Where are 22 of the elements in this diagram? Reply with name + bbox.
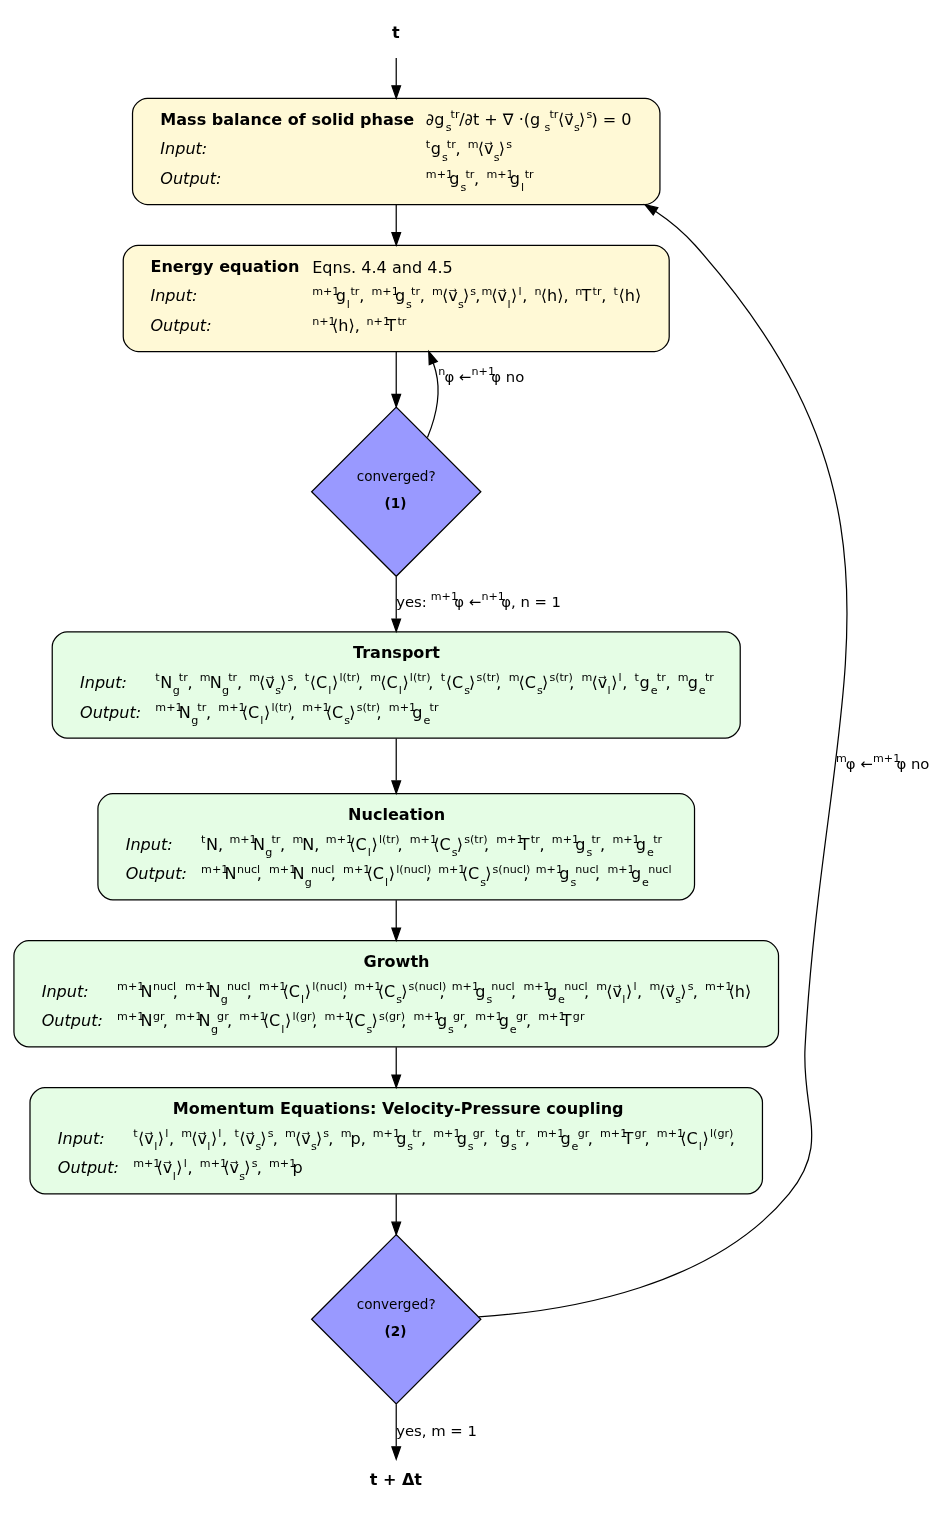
arrow [477,203,848,1318]
node-box: Energy equation Eqns. 4.4 and 4.5 Input: $^{m+1}$g$_{l}$$^{tr}$, $^{m+1}$g$_{s}$$^{tr}$, $^{m}$⟨v⃗$_{s}$⟩$^{s}$,$^{m}$⟨v⃗$_{l}$⟩$^{l}$, $^{n}$⟨h⟩, $^{n}$T$^{tr}$, $^{t}$⟨h⟩ Output: $^{n+1}$⟨h⟩, $^{n+1}$T$^{tr}$ [122,244,670,353]
node-text: t + Δt [369,1469,423,1489]
arrow [391,576,402,634]
node-text: t [391,23,400,43]
node-diamond: converged? (2) [310,1233,482,1405]
arrow [391,737,402,796]
arrow [391,1403,402,1461]
arrow [426,349,439,439]
edge-label: yes: $^{m+1}$φ ←$^{n+1}$φ, n = 1 [396,590,562,610]
arrow [391,204,402,247]
arrow [391,1193,402,1237]
node-diamond: converged? (1) [310,406,482,578]
arrow [391,1046,402,1090]
arrow [391,899,402,943]
arrow [391,57,402,101]
edge-label: $^{m}$φ ←$^{m+1}$φ no [835,752,930,772]
edge-label: $^{n}$φ ←$^{n+1}$φ no [438,365,525,385]
node-box: Momentum Equations: Velocity-Pressure coupling Input: $^{t}$⟨v⃗$_{l}$⟩$^{l}$, $^{m}$⟨v⃗$_{l}$⟩$^{l}$, $^{t}$⟨v⃗$_{s}$⟩$^{s}$, $^{m}$⟨v⃗$_{s}$⟩$^{s}$, $^{m}$p, $^{m+1}$g$_{s}$$^{tr}$, $^{m+1}$g$_{s}$$^{gr}$, $^{t}$g$_{s}$$^{tr}$, $^{m+1}$g$_{e}$$^{gr}$, $^{m+1}$T$^{gr}$, $^{m+1}$⟨C$_{l}$⟩$^{l(gr)}$, Output: $^{m+1}$⟨v⃗$_{l}$⟩$^{l}$, $^{m+1}$⟨v⃗$_{s}$⟩$^{s}$, $^{m+1}$p [29,1087,764,1195]
edge-label: yes, m = 1 [396,1421,477,1439]
node-box: Growth Input: $^{m+1}$N$^{nucl}$, $^{m+1}$N$_{g}$$^{nucl}$, $^{m+1}$⟨C$_{l}$⟩$^{l(nucl)}$, $^{m+1}$⟨C$_{s}$⟩$^{s(nucl)}$, $^{m+1}$g$_{s}$$^{nucl}$, $^{m+1}$g$_{e}$$^{nucl}$, $^{m}$⟨v⃗$_{l}$⟩$^{l}$, $^{m}$⟨v⃗$_{s}$⟩$^{s}$, $^{m+1}$⟨h⟩ Output: $^{m+1}$N$^{gr}$, $^{m+1}$N$_{g}$$^{gr}$, $^{m+1}$⟨C$_{l}$⟩$^{l(gr)}$, $^{m+1}$⟨C$_{s}$⟩$^{s(gr)}$, $^{m+1}$g$_{s}$$^{gr}$, $^{m+1}$g$_{e}$$^{gr}$, $^{m+1}$T$^{gr}$ [13,940,780,1048]
arrow [391,351,402,409]
